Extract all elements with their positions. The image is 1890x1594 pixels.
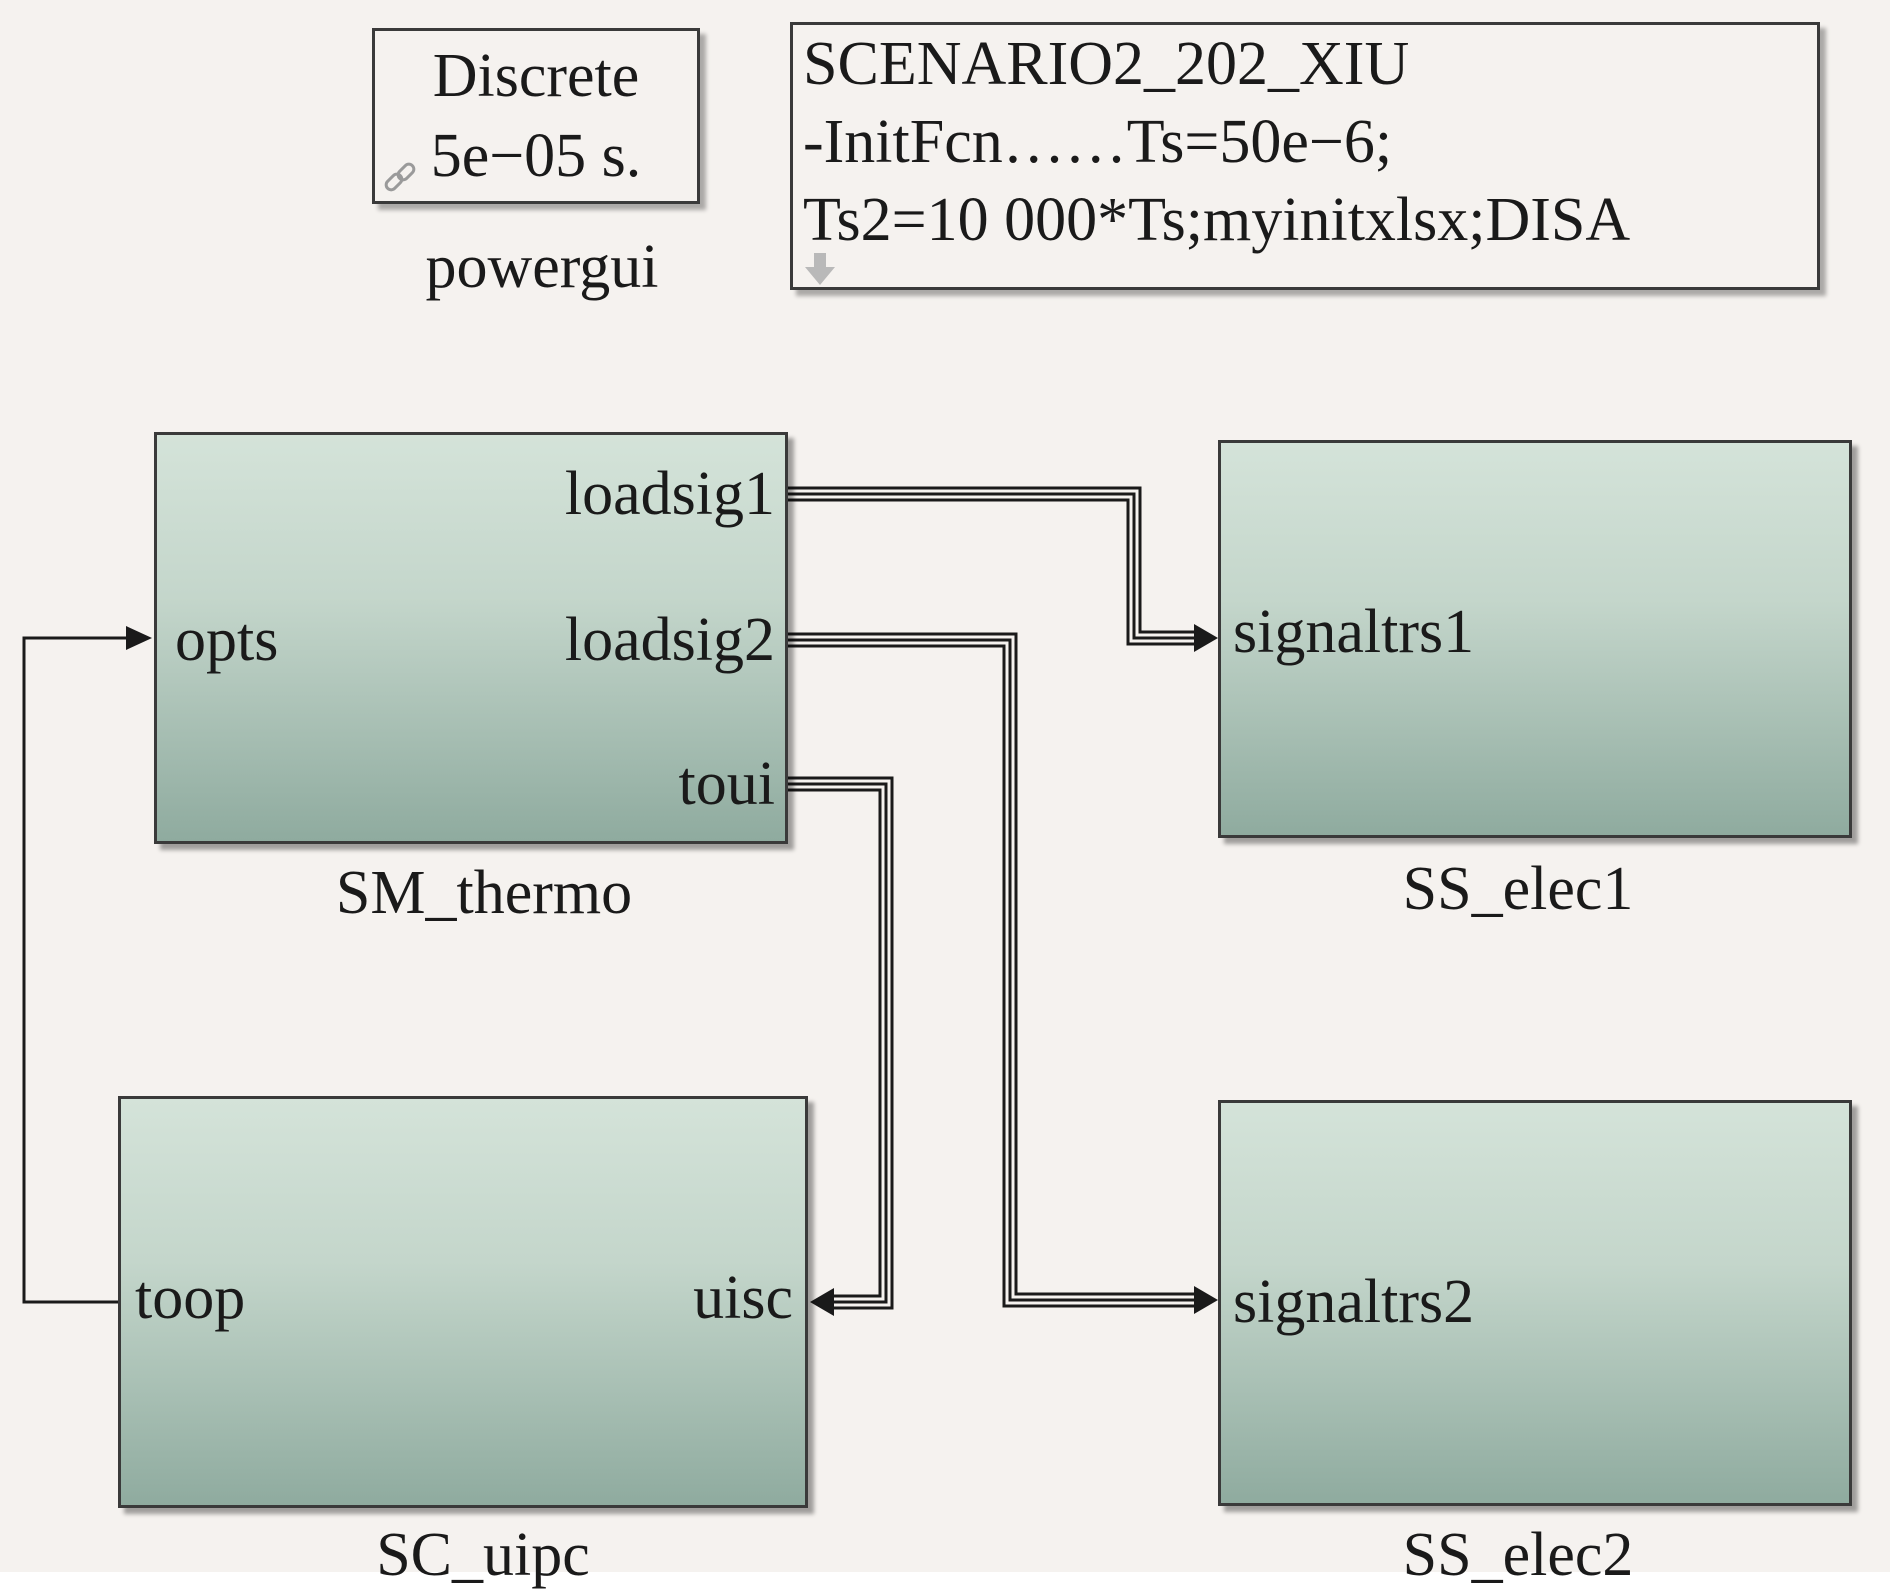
block-ss-elec2[interactable]: signaltrs2 (1218, 1100, 1852, 1506)
caption-sc-uipc: SC_uipc (376, 1521, 590, 1589)
wire-loadsig2-to-signaltrs2[interactable] (788, 632, 1218, 1314)
powergui-mode-text: Discrete (432, 42, 640, 110)
powergui-block[interactable]: Discrete 5e−05 s. (372, 28, 700, 204)
arrowhead-signaltrs2 (1194, 1286, 1218, 1314)
powergui-caption: powergui (425, 233, 659, 301)
port-loadsig1[interactable]: loadsig1 (564, 460, 775, 528)
port-toui[interactable]: toui (678, 750, 775, 818)
caption-ss-elec1: SS_elec1 (1402, 855, 1634, 923)
arrowhead-opts (126, 626, 152, 650)
port-uisc[interactable]: uisc (693, 1264, 793, 1332)
wire-toui-to-uisc[interactable] (788, 776, 894, 1316)
wire-loadsig1-to-signaltrs1[interactable] (788, 486, 1218, 652)
caption-sm-thermo: SM_thermo (335, 859, 633, 927)
wire-toop-to-opts[interactable] (22, 626, 152, 1304)
port-opts[interactable]: opts (175, 606, 279, 674)
initfcn-text: -InitFcn……Ts=50e−6; (803, 108, 1393, 176)
port-loadsig2[interactable]: loadsig2 (564, 606, 775, 674)
block-sm-thermo[interactable]: opts loadsig1 loadsig2 toui (154, 432, 788, 844)
link-icon (384, 162, 416, 192)
caption-ss-elec2: SS_elec2 (1402, 1521, 1634, 1589)
arrowhead-signaltrs1 (1194, 624, 1218, 652)
block-sc-uipc[interactable]: toop uisc (118, 1096, 808, 1508)
block-ss-elec1[interactable]: signaltrs1 (1218, 440, 1852, 838)
powergui-sample-time-text: 5e−05 s. (430, 122, 642, 190)
port-signaltrs1[interactable]: signaltrs1 (1233, 598, 1475, 666)
port-signaltrs2[interactable]: signaltrs2 (1233, 1268, 1475, 1336)
initfcn-params-text: Ts2=10 000*Ts;myinitxlsx;DISA (803, 186, 1631, 254)
arrowhead-uisc (810, 1288, 834, 1316)
initfcn-annotation-block[interactable]: SCENARIO2_202_XIU -InitFcn……Ts=50e−6; Ts… (790, 22, 1820, 290)
canvas-bottom-band (0, 1572, 1890, 1594)
arrow-down-icon (805, 253, 835, 285)
port-toop[interactable]: toop (135, 1264, 246, 1332)
model-name-text: SCENARIO2_202_XIU (803, 30, 1410, 98)
